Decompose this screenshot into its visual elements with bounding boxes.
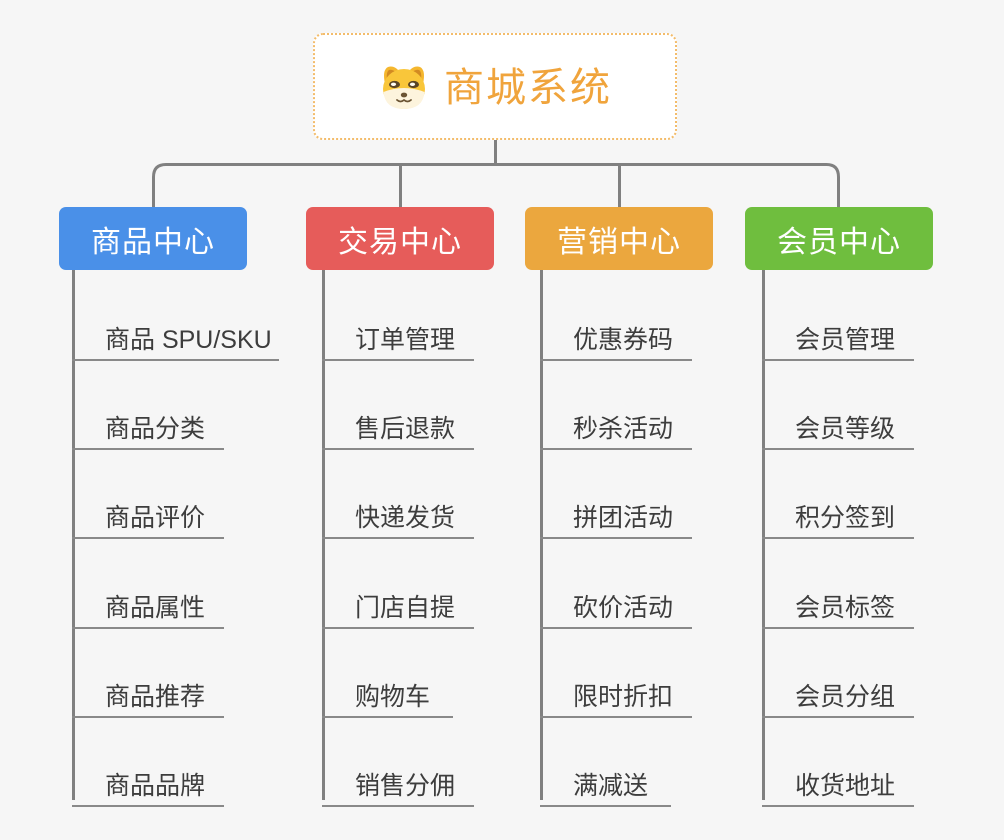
leaf-item[interactable]: 优惠券码 <box>540 308 692 361</box>
branch-node-trade-center[interactable]: 交易中心 <box>306 207 494 270</box>
leaf-item[interactable]: 满减送 <box>540 754 671 807</box>
dog-icon <box>378 62 430 112</box>
leaf-item[interactable]: 砍价活动 <box>540 576 692 629</box>
leaf-item[interactable]: 会员等级 <box>762 397 914 450</box>
root-node[interactable]: 商城系统 <box>313 33 677 140</box>
leaf-item[interactable]: 拼团活动 <box>540 486 692 539</box>
leaf-item[interactable]: 积分签到 <box>762 486 914 539</box>
leaf-item[interactable]: 门店自提 <box>322 576 474 629</box>
leaf-item[interactable]: 销售分佣 <box>322 754 474 807</box>
leaf-item[interactable]: 商品推荐 <box>72 665 224 718</box>
leaf-item[interactable]: 商品评价 <box>72 486 224 539</box>
leaf-item[interactable]: 订单管理 <box>322 308 474 361</box>
leaf-item[interactable]: 商品属性 <box>72 576 224 629</box>
leaf-item[interactable]: 售后退款 <box>322 397 474 450</box>
leaf-item[interactable]: 会员分组 <box>762 665 914 718</box>
leaf-item[interactable]: 商品分类 <box>72 397 224 450</box>
leaf-item[interactable]: 购物车 <box>322 665 453 718</box>
leaf-item[interactable]: 商品品牌 <box>72 754 224 807</box>
branch-node-member-center[interactable]: 会员中心 <box>745 207 933 270</box>
leaf-item[interactable]: 秒杀活动 <box>540 397 692 450</box>
branch-node-marketing-center[interactable]: 营销中心 <box>525 207 713 270</box>
leaf-item[interactable]: 快递发货 <box>322 486 474 539</box>
leaf-item[interactable]: 会员管理 <box>762 308 914 361</box>
branch-node-product-center[interactable]: 商品中心 <box>59 207 247 270</box>
leaf-item[interactable]: 会员标签 <box>762 576 914 629</box>
leaf-item[interactable]: 限时折扣 <box>540 665 692 718</box>
leaf-item[interactable]: 收货地址 <box>762 754 914 807</box>
branch-rail-line <box>152 163 840 207</box>
leaf-item[interactable]: 商品 SPU/SKU <box>72 308 279 361</box>
root-title: 商城系统 <box>444 65 612 110</box>
